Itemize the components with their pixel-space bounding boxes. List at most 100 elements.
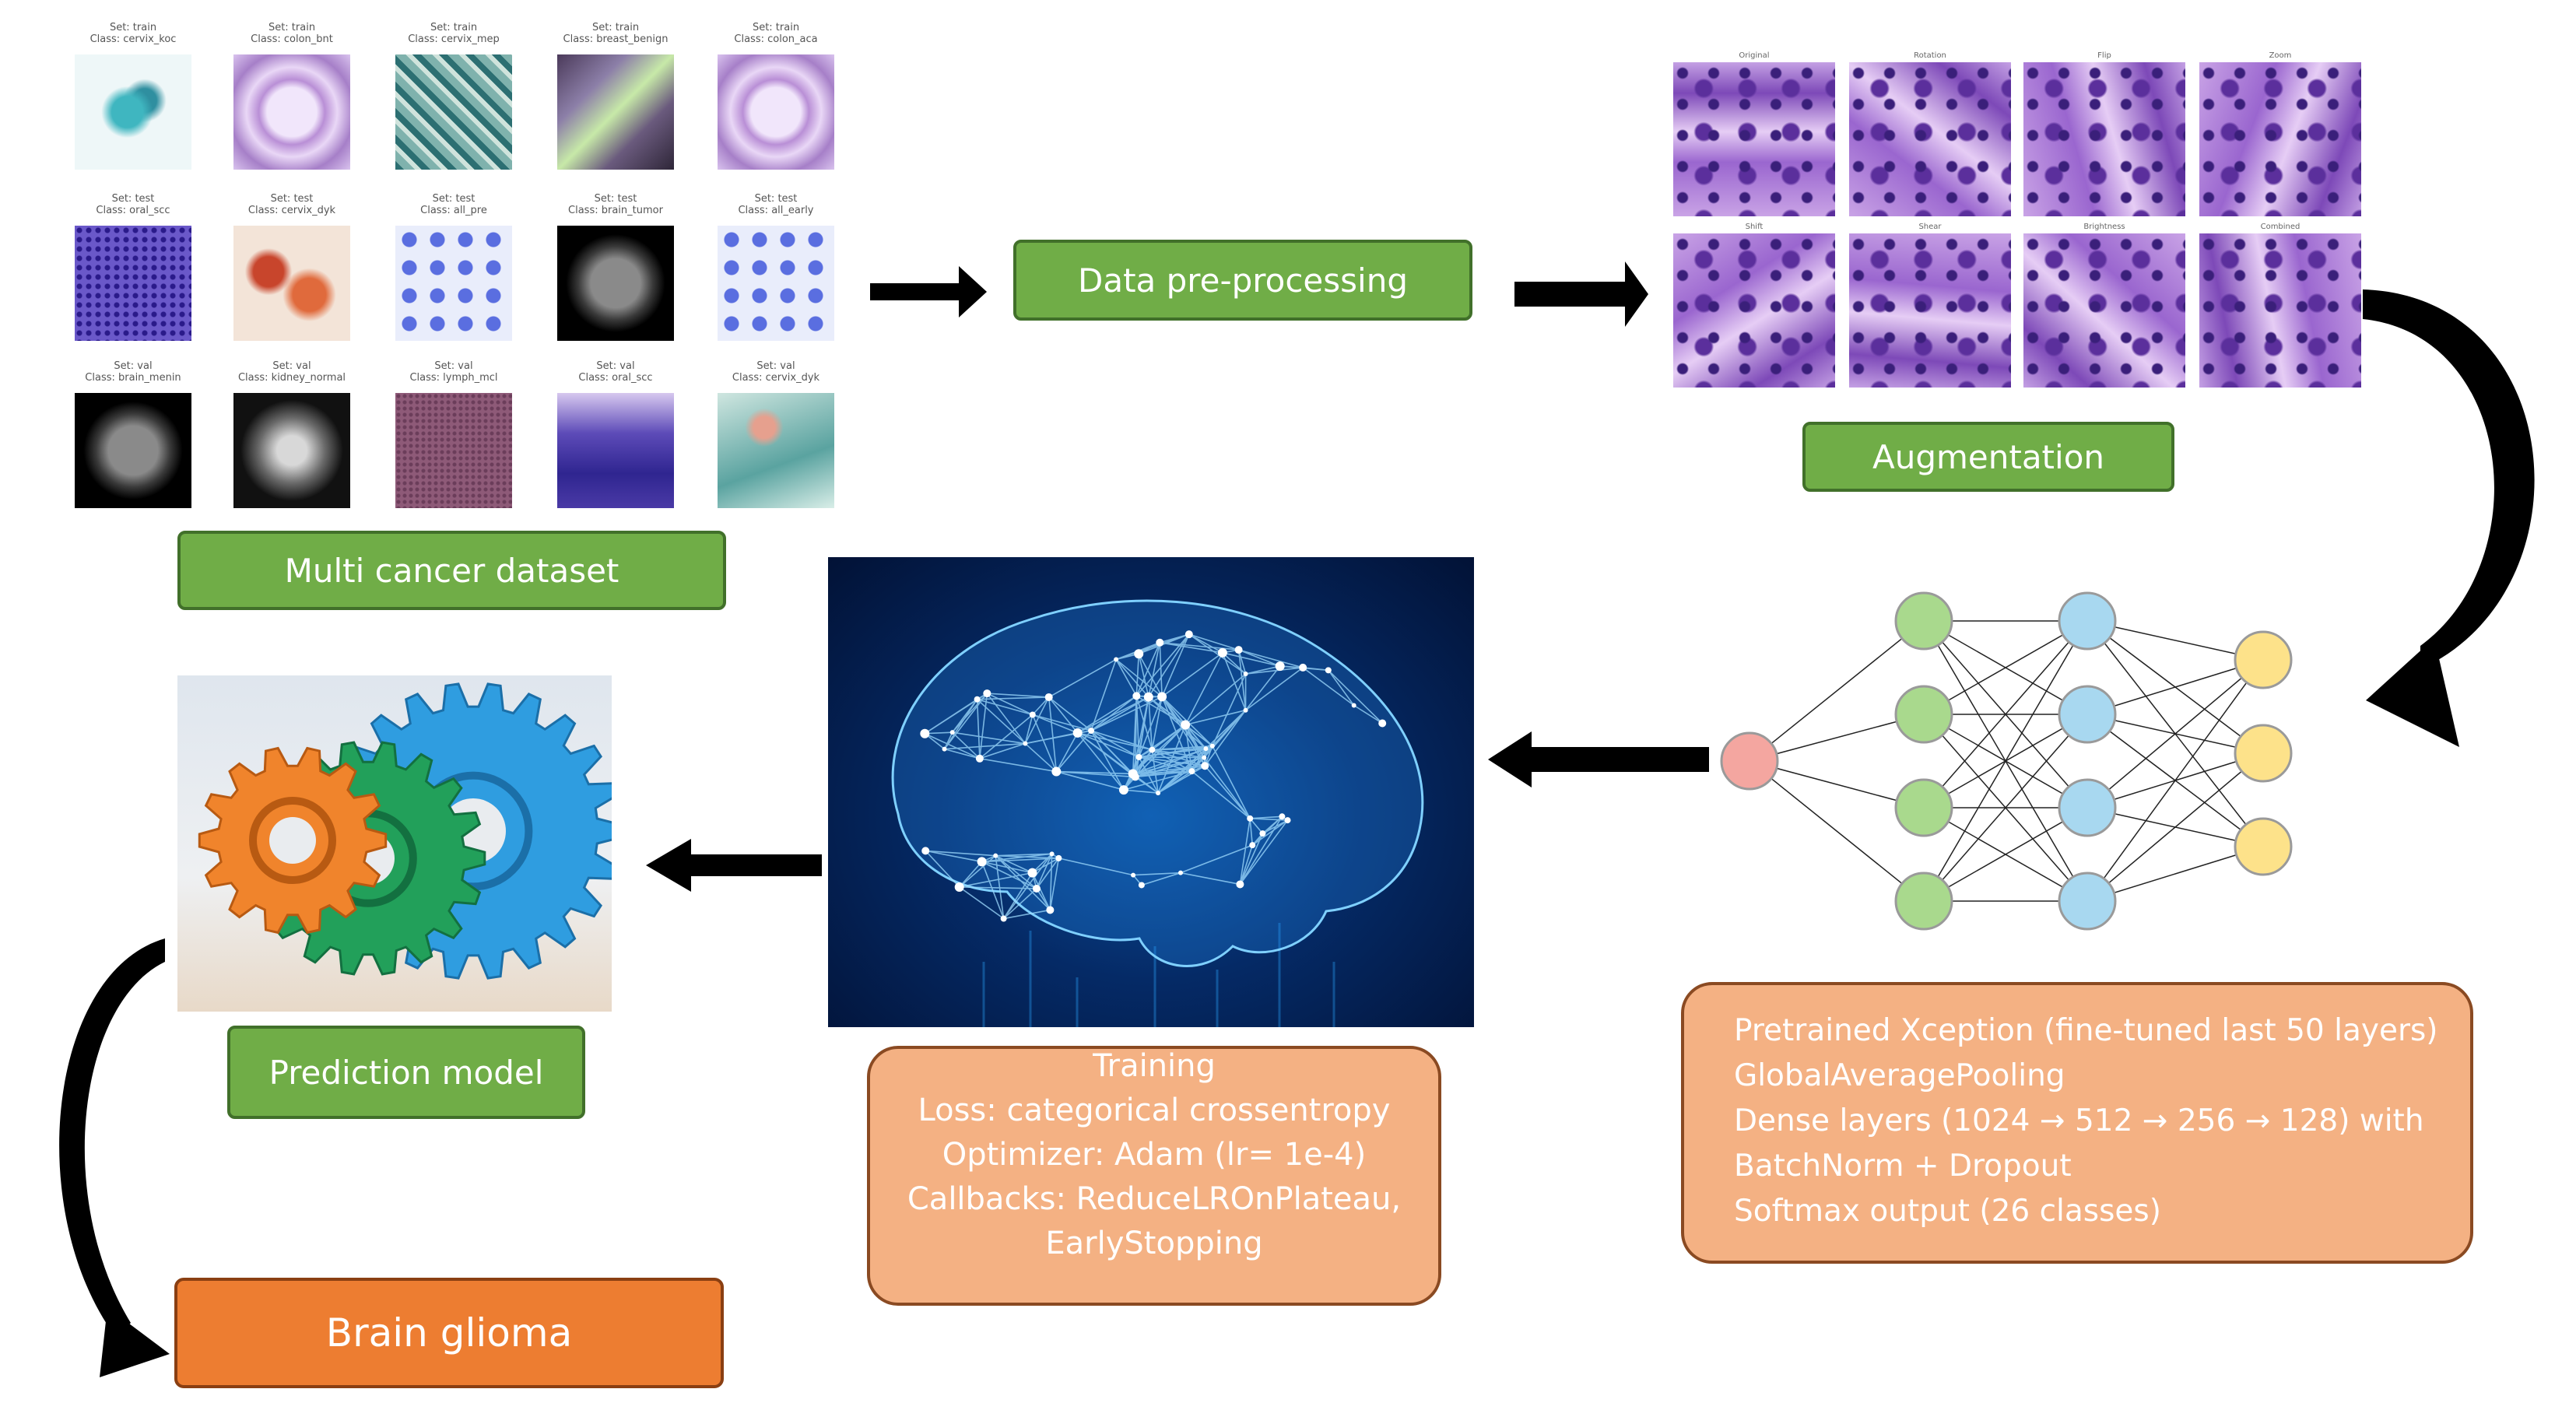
network-connection	[1923, 807, 2088, 902]
brain-link	[1090, 730, 1139, 758]
brain-link	[1056, 770, 1125, 791]
brain-network-image	[828, 557, 1474, 1027]
brain-link	[1036, 858, 1059, 889]
brain-link	[1032, 858, 1059, 874]
preprocessing-label: Data pre-processing	[1013, 240, 1472, 321]
brain-link	[1148, 642, 1161, 697]
brain-link	[981, 861, 1005, 919]
augmented-histology-image	[2023, 62, 2185, 216]
brain-link	[1212, 673, 1247, 746]
brain-link	[1032, 714, 1092, 731]
brain-node	[1259, 830, 1266, 837]
augmented-histology-image	[1673, 62, 1835, 216]
brain-node	[1072, 728, 1083, 738]
brain-link	[981, 853, 1052, 863]
network-connection	[2086, 620, 2264, 661]
thumbnail-class: Class: cervix_dyk	[732, 372, 820, 384]
brain-node	[1236, 880, 1244, 889]
brain-node	[1132, 692, 1141, 700]
brain-link	[1184, 724, 1206, 766]
brain-link	[1003, 888, 1037, 920]
thumbnail-class: Class: colon_bnt	[251, 33, 333, 45]
brain-node	[1378, 719, 1387, 728]
brain-node	[993, 853, 998, 858]
brain-link	[1159, 642, 1163, 697]
network-connection	[2086, 659, 2264, 902]
brain-link	[1002, 872, 1034, 919]
brain-link	[1245, 665, 1280, 675]
model-description-box: Pretrained Xception (fine-tuned last 50 …	[1681, 982, 2473, 1264]
brain-link	[1222, 652, 1280, 667]
brain-link	[979, 714, 1034, 759]
brain-link	[1115, 658, 1149, 698]
model-line-pooling: GlobalAveragePooling	[1734, 1058, 2065, 1093]
augmented-histology-image	[2023, 233, 2185, 388]
brain-link	[959, 886, 1005, 920]
brain-link	[1151, 724, 1186, 751]
brain-link	[1090, 730, 1153, 751]
network-connection	[1923, 714, 2088, 902]
network-connection	[1923, 620, 2088, 808]
brain-link	[1048, 696, 1092, 731]
brain-node	[920, 728, 930, 738]
thumbnail-set: Set: val	[434, 360, 473, 372]
thumbnail-set: Set: test	[270, 193, 314, 205]
thumbnail-class: Class: oral_scc	[578, 372, 653, 384]
brain-node	[1049, 851, 1055, 857]
brain-link	[1135, 654, 1140, 696]
brain-link	[1249, 818, 1254, 846]
brain-link	[1204, 710, 1247, 766]
thumbnail-class: Class: cervix_dyk	[247, 205, 336, 216]
brain-link	[952, 693, 988, 733]
brain-link	[1031, 872, 1051, 910]
thumbnail-set: Set: train	[752, 22, 800, 33]
thumbnail-class: Class: kidney_normal	[237, 372, 346, 384]
dataset-thumbnail	[718, 54, 834, 170]
brain-link	[1152, 749, 1206, 767]
brain-node	[1046, 906, 1055, 914]
brain-node	[1284, 817, 1291, 824]
brain-link	[1184, 652, 1223, 725]
brain-link	[1239, 844, 1254, 885]
dataset-thumbnail	[233, 226, 350, 341]
brain-link	[976, 699, 981, 759]
brain-link	[1138, 653, 1163, 697]
output-node	[2234, 630, 2293, 689]
arrow-brain-to-gears	[646, 839, 822, 892]
brain-link	[1161, 696, 1193, 772]
dataset-thumbnail	[395, 226, 512, 341]
brain-node	[1184, 630, 1193, 639]
brain-node	[921, 847, 930, 855]
dataset-thumbnail	[718, 226, 834, 341]
brain-link	[943, 731, 953, 750]
model-line-output: Softmax output (26 classes)	[1734, 1194, 2161, 1229]
brain-node	[1032, 884, 1041, 893]
thumbnail-set: Set: test	[754, 193, 798, 205]
network-connection	[1749, 714, 1925, 762]
network-connection	[2086, 846, 2264, 902]
brain-node	[1138, 882, 1145, 889]
brain-link	[1239, 815, 1283, 885]
brain-link	[995, 855, 1051, 911]
dataset-thumbnail	[75, 393, 191, 508]
brain-link	[1191, 770, 1251, 819]
brain-link	[1048, 658, 1117, 698]
thumbnail-class: Class: all_pre	[420, 205, 487, 216]
brain-node	[1202, 755, 1207, 760]
augmented-histology-image	[1849, 62, 2011, 216]
brain-node	[1351, 703, 1356, 708]
brain-link	[1024, 714, 1034, 744]
brain-link	[1090, 659, 1117, 731]
brain-link	[1032, 714, 1078, 734]
brain-node	[1247, 815, 1254, 822]
brain-node	[1027, 868, 1037, 878]
arrow-gears-to-result	[59, 938, 170, 1377]
brain-link	[1245, 667, 1304, 711]
brain-link	[959, 886, 1037, 889]
thumbnail-set: Set: train	[430, 22, 478, 33]
thumbnail-set: Set: val	[272, 360, 311, 372]
